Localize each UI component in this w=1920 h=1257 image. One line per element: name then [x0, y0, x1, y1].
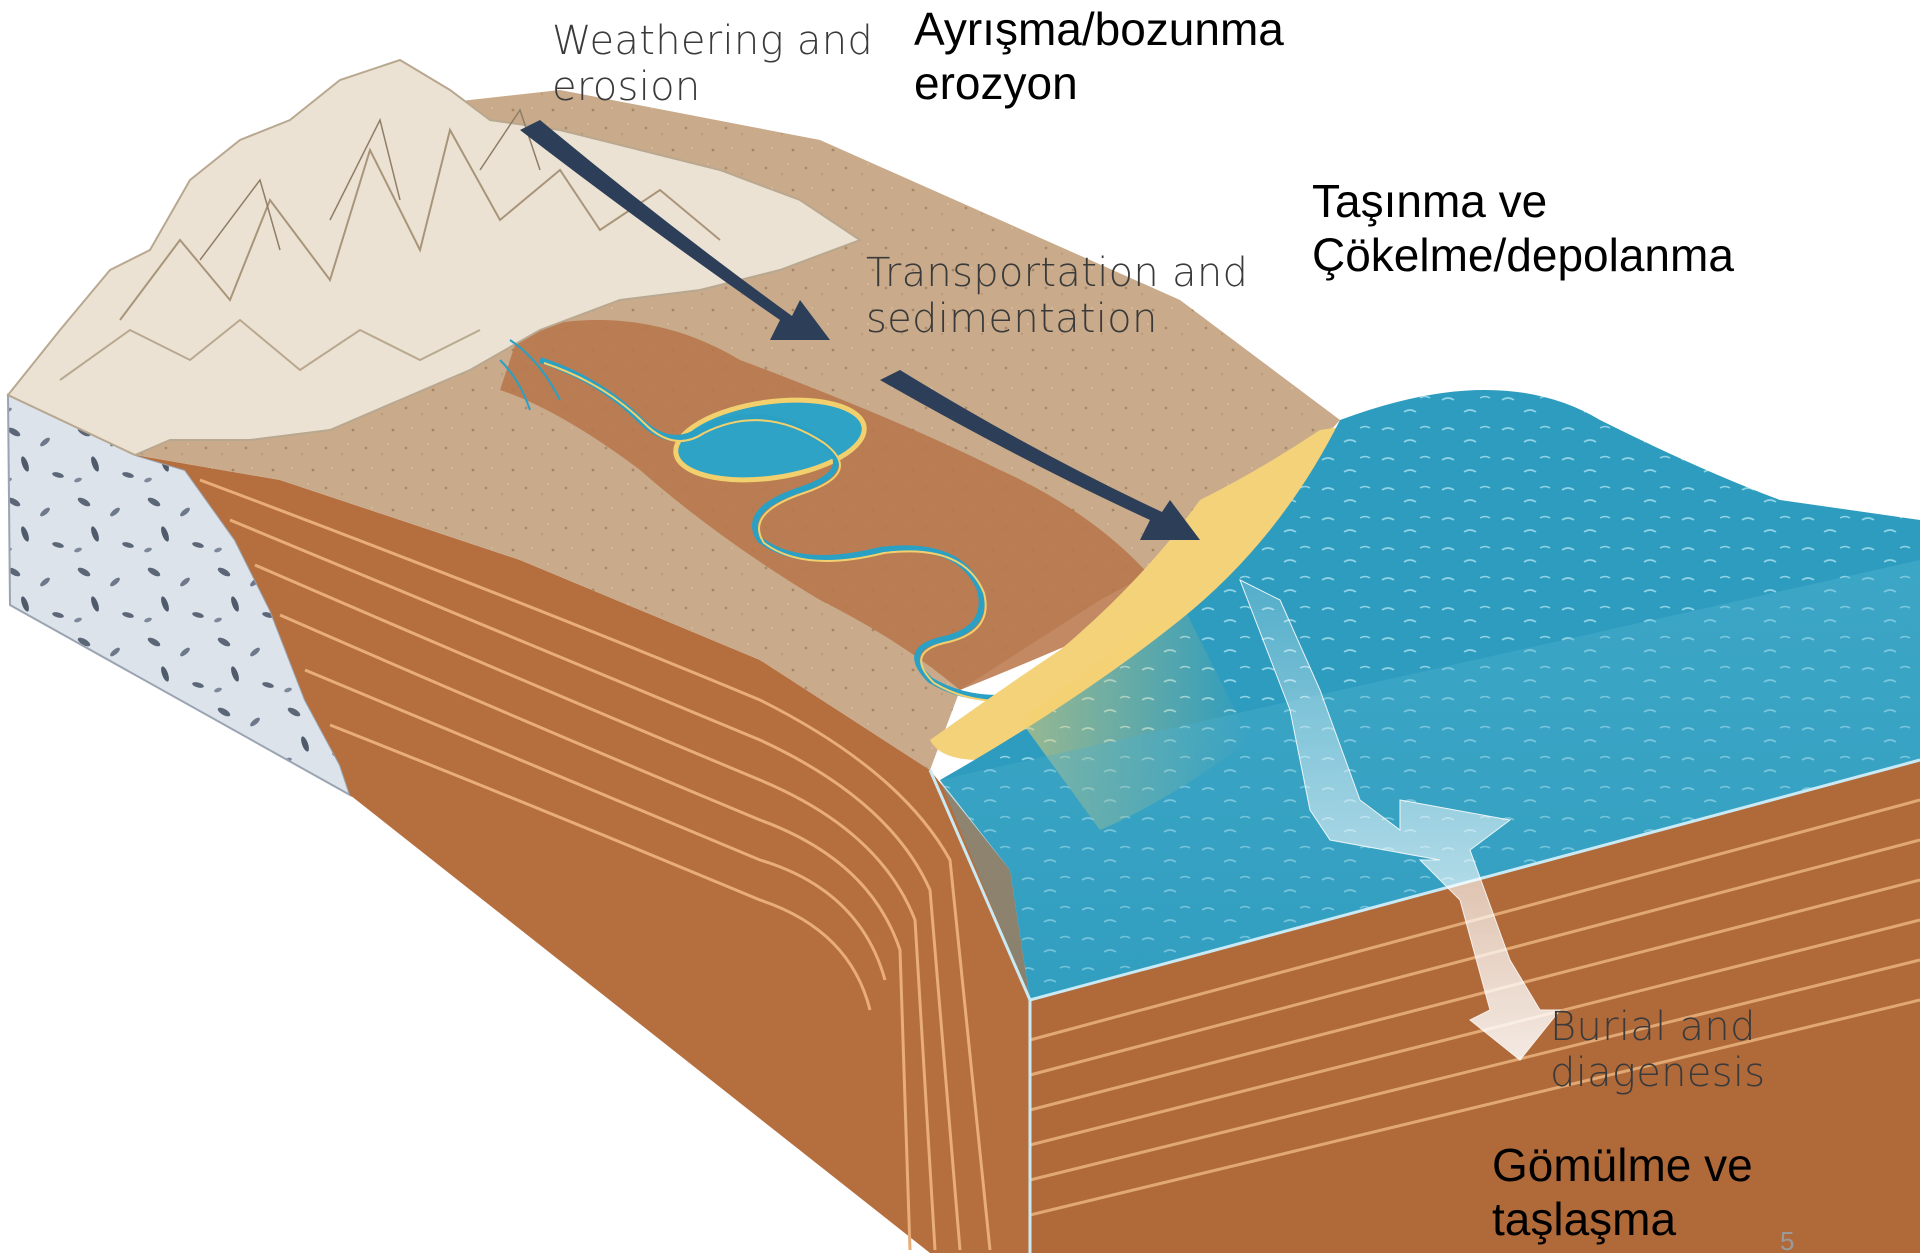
label-transport-tr: Taşınma ve Çökelme/depolanma	[1312, 174, 1734, 282]
label-burial-en: Burial and diagenesis	[1550, 1004, 1765, 1096]
page-number: 5	[1780, 1226, 1794, 1257]
label-transport-en: Transportation and sedimentation	[866, 250, 1248, 342]
label-weathering-tr: Ayrışma/bozunma erozyon	[914, 2, 1284, 110]
label-weathering-en: Weathering and erosion	[552, 18, 873, 110]
label-burial-tr: Gömülme ve taşlaşma	[1492, 1138, 1753, 1246]
